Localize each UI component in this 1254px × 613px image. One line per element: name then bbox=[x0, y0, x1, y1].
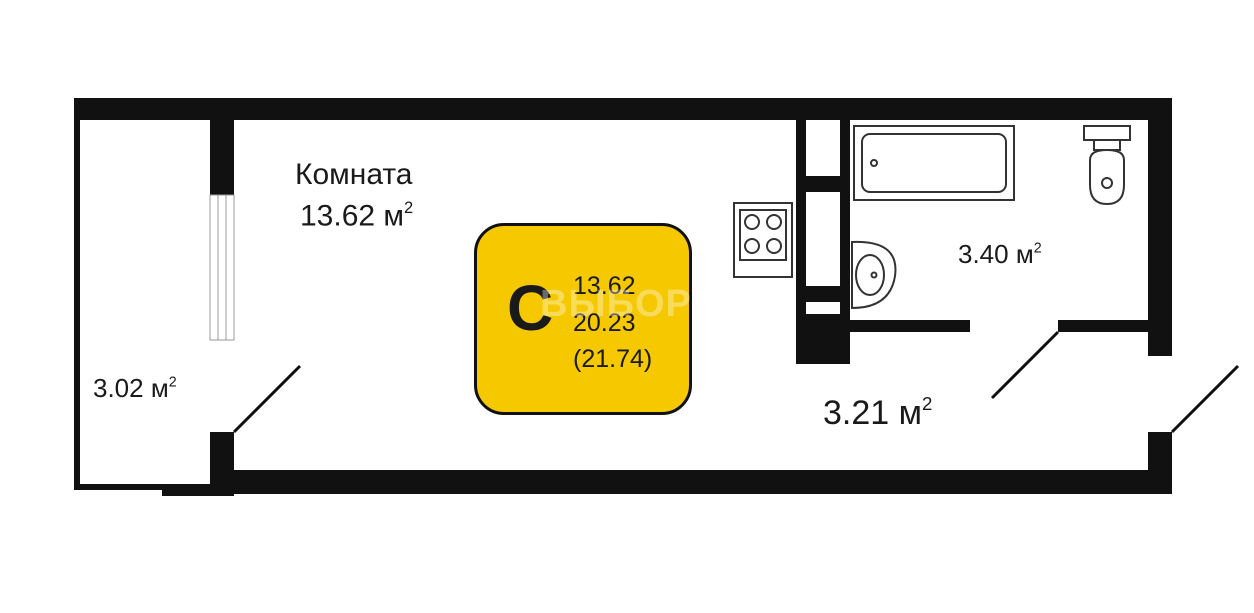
apartment-type-letter: С bbox=[507, 272, 554, 344]
wall-right-upper bbox=[1148, 98, 1172, 356]
column-cutout-2 bbox=[806, 192, 840, 286]
wall-bottom bbox=[210, 470, 1172, 494]
room-area-balcony: 3.02 м2 bbox=[93, 373, 177, 403]
window bbox=[209, 194, 235, 341]
room-area-hallway: 3.21 м2 bbox=[823, 393, 933, 433]
column-cutout-1 bbox=[806, 120, 840, 176]
room-area-bathroom: 3.40 м2 bbox=[958, 239, 1042, 269]
watermark-logo: ВЫБОР bbox=[540, 283, 692, 325]
room-name-living: Комната bbox=[295, 158, 413, 191]
column-cutout-3 bbox=[806, 302, 840, 314]
wall-bath-bottom-right bbox=[1058, 320, 1150, 332]
bathtub-icon bbox=[853, 125, 1015, 201]
badge-living-area: 13.62 bbox=[573, 272, 636, 300]
column-cutouts bbox=[806, 120, 840, 314]
wall-bath-bottom-left bbox=[850, 320, 970, 332]
room-area-living: 13.62 м2 bbox=[300, 199, 414, 233]
sink-icon bbox=[851, 240, 897, 310]
wall-partition-upper bbox=[210, 120, 234, 195]
entrance-door bbox=[1170, 364, 1240, 434]
doors bbox=[232, 330, 1240, 434]
wall-balcony-bottom bbox=[74, 484, 164, 490]
wall-partition-lower bbox=[210, 432, 234, 494]
stove-icon bbox=[733, 202, 793, 278]
walls bbox=[74, 98, 1172, 496]
apartment-type-badge: С 13.62 20.23 (21.74) bbox=[474, 223, 692, 415]
toilet-icon bbox=[1083, 125, 1131, 206]
wall-top bbox=[74, 98, 1172, 120]
balcony-door bbox=[232, 364, 302, 434]
badge-total-area: 20.23 bbox=[573, 309, 636, 337]
badge-total-with-balcony: (21.74) bbox=[573, 345, 653, 373]
bathroom-door bbox=[990, 330, 1060, 400]
wall-left-balcony-top bbox=[74, 98, 80, 490]
